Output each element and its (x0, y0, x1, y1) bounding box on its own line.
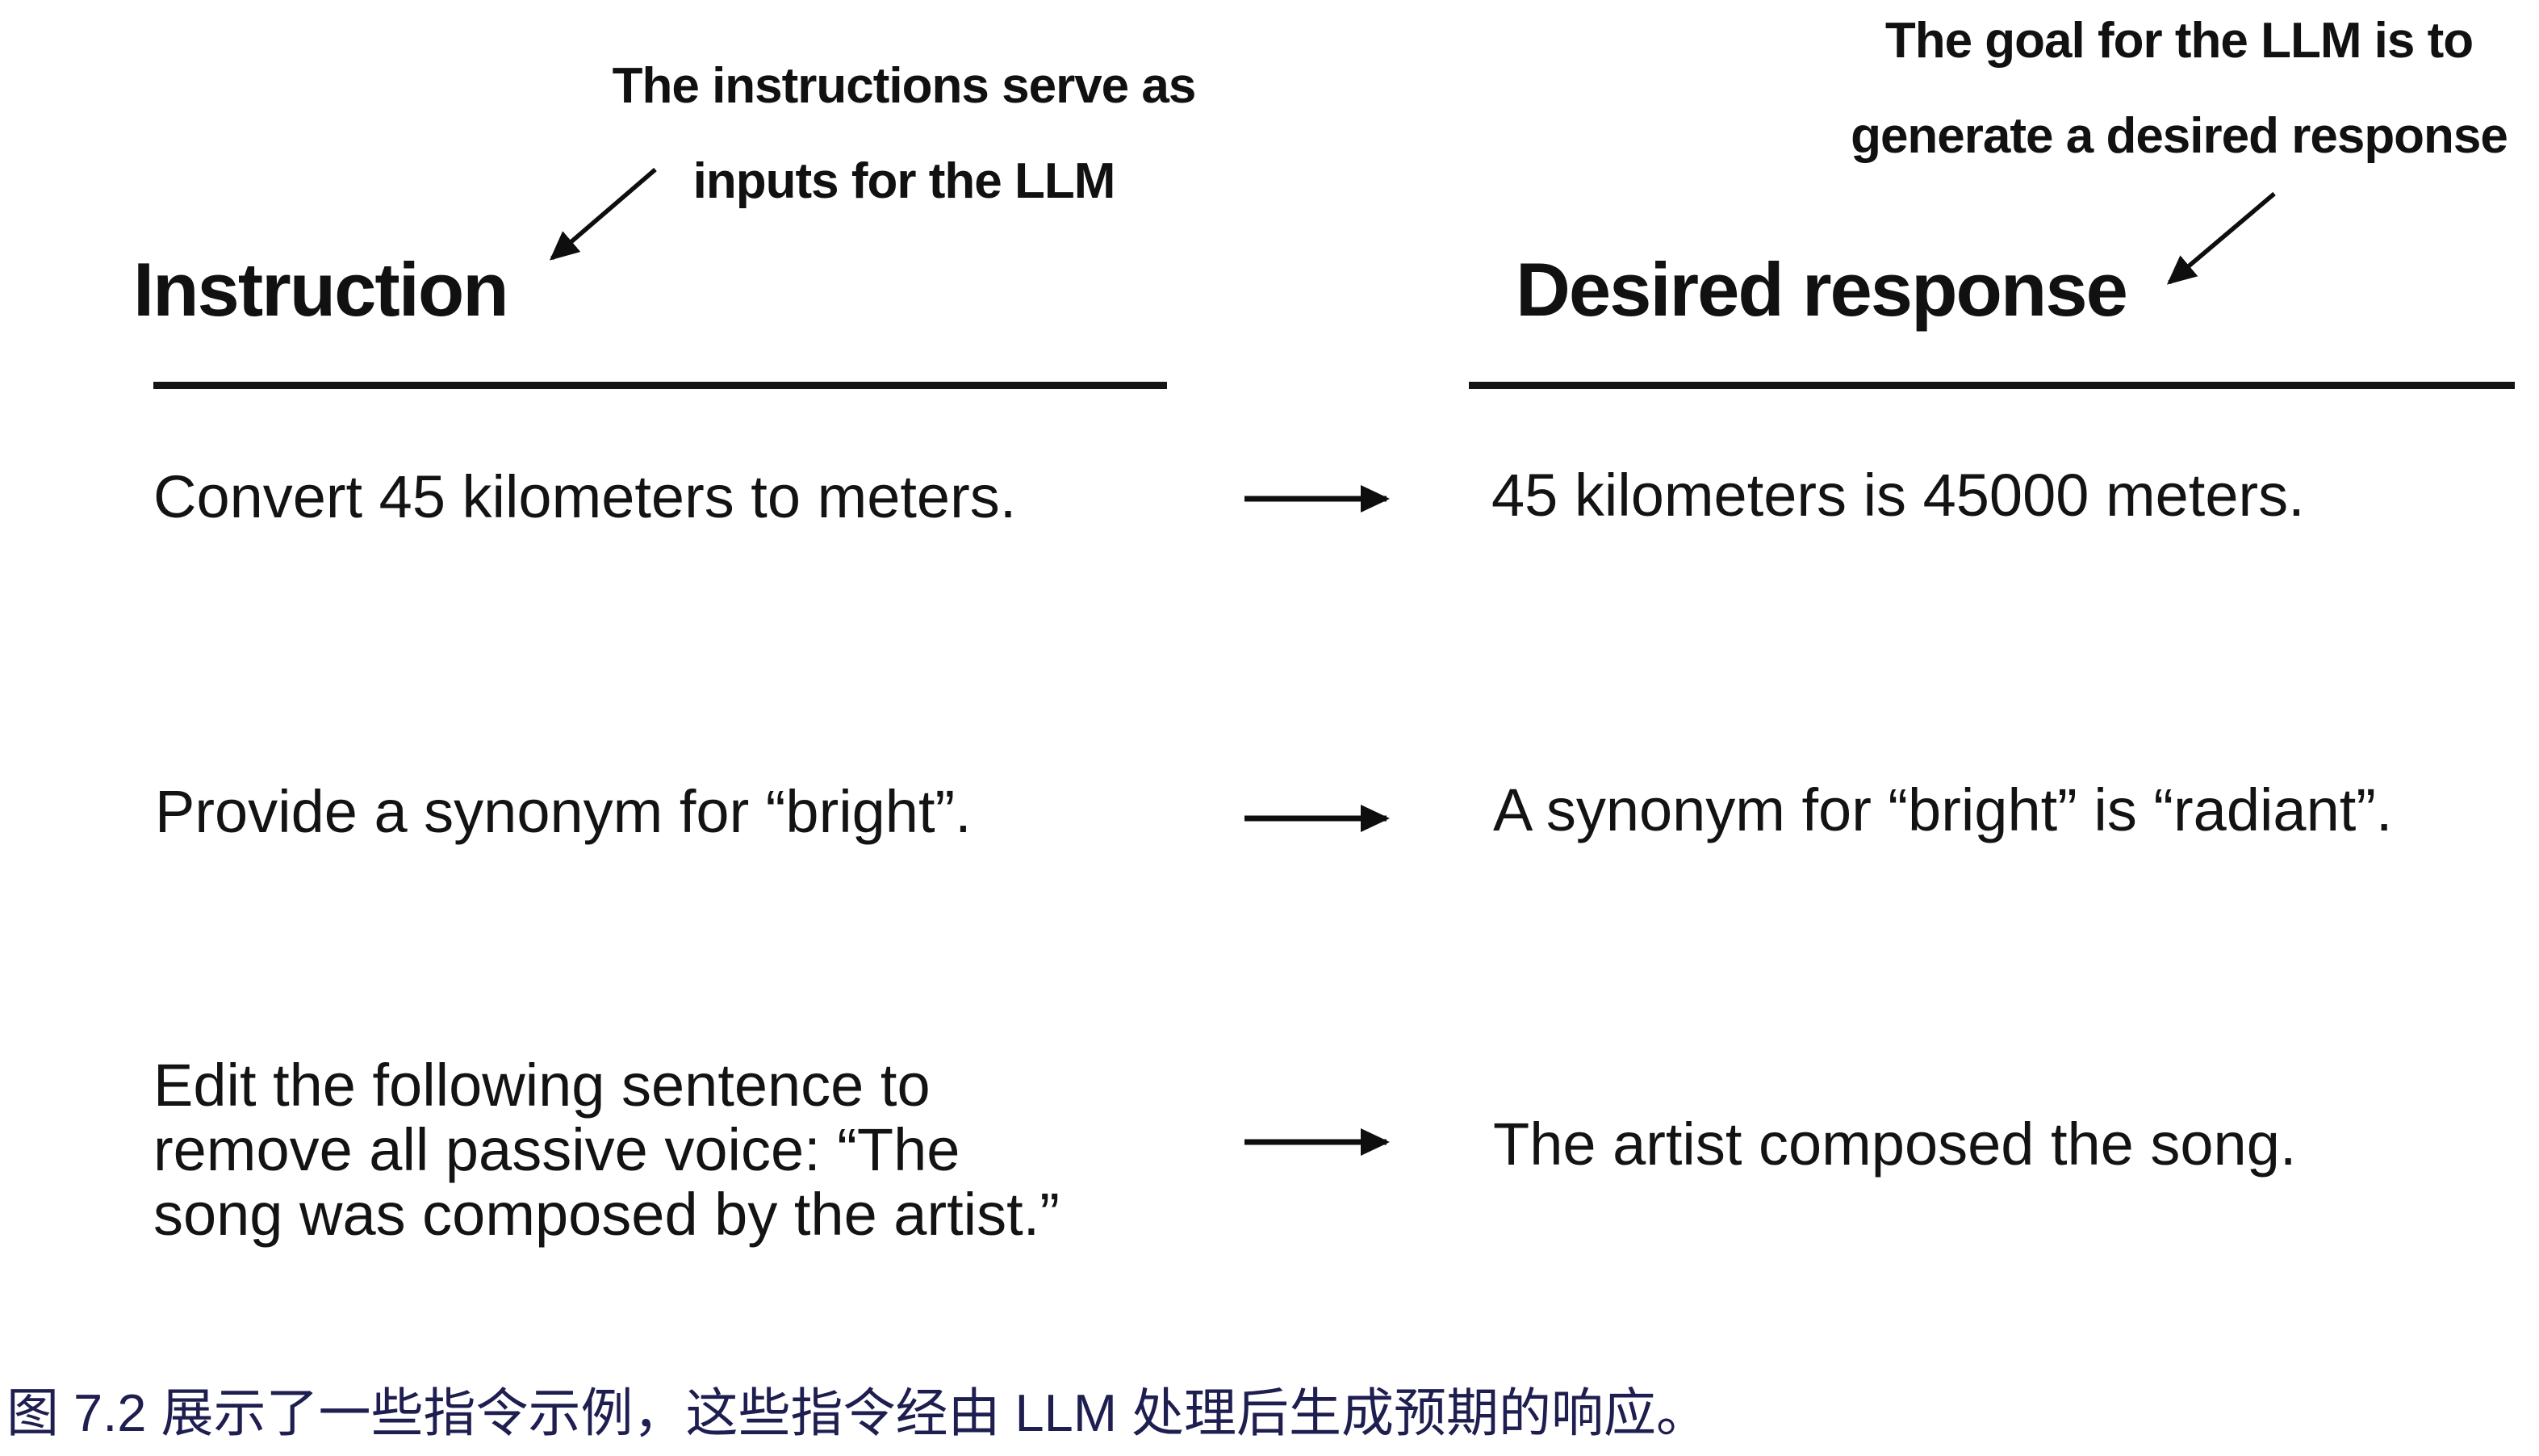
figure-caption: 图 7.2 展示了一些指令示例，这些指令经由 LLM 处理后生成预期的响应。 (6, 1383, 1709, 1442)
annotation-instructions: The instructions serve as inputs for the… (500, 39, 1307, 229)
annotation-line-1: The goal for the LLM is to (1884, 13, 2474, 69)
response-text-row-3: The artist composed the song. (1493, 1111, 2297, 1178)
annotation-goal: The goal for the LLM is to generate a de… (1776, 0, 2539, 184)
instruction-column-header: Instruction (133, 247, 509, 332)
instruction-text-row-2: Provide a synonym for “bright”. (155, 778, 972, 845)
instruction-text-row-1: Convert 45 kilometers to meters. (153, 463, 1017, 530)
instruction-text-row-3-line-3: song was composed by the artist.” (153, 1181, 1060, 1248)
instruction-text-row-3-line-1: Edit the following sentence to (153, 1052, 931, 1119)
annotation-line-2: inputs for the LLM (692, 153, 1116, 209)
annotation-line-1: The instructions serve as (612, 58, 1197, 114)
instruction-text-row-3: Edit the following sentence to remove al… (153, 1053, 1060, 1247)
response-text-row-2: A synonym for “bright” is “radiant”. (1493, 776, 2393, 843)
instruction-header-rule (153, 382, 1167, 389)
annotation-line-2: generate a desired response (1851, 108, 2508, 164)
response-header-rule (1469, 382, 2515, 389)
instruction-text-row-3-line-2: remove all passive voice: “The (153, 1116, 960, 1183)
response-text-row-1: 45 kilometers is 45000 meters. (1491, 462, 2305, 529)
arrow-down-left-icon (2166, 191, 2276, 285)
desired-response-column-header: Desired response (1516, 247, 2128, 332)
